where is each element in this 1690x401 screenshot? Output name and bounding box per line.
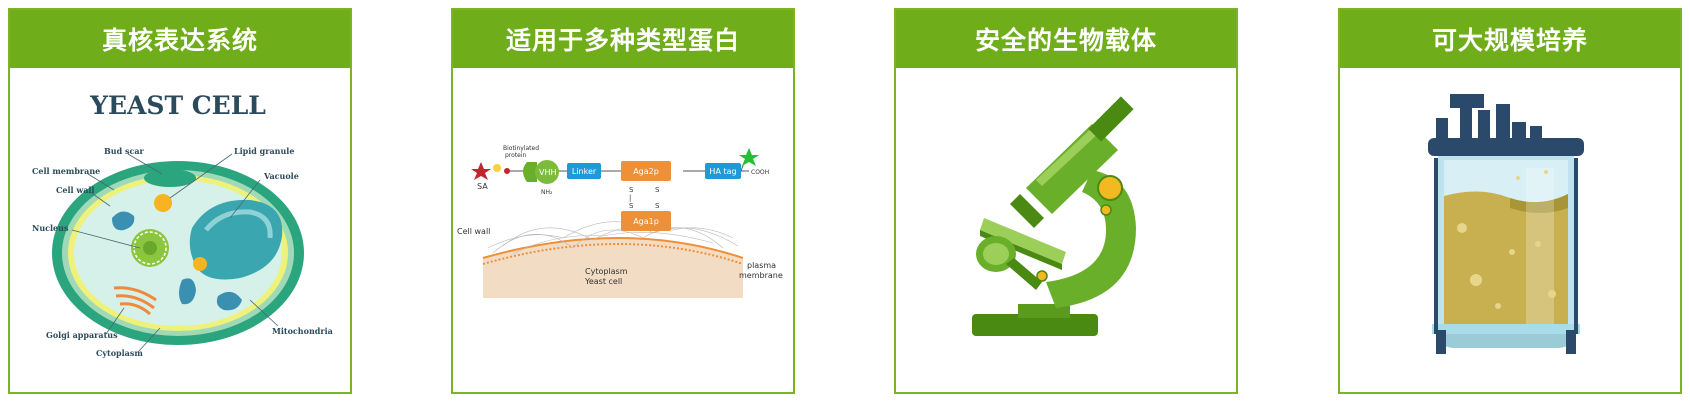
svg-text:S: S — [655, 186, 660, 194]
microscope-arm — [1046, 170, 1136, 308]
bud-scar — [144, 169, 196, 187]
culture-liquid — [1444, 191, 1568, 326]
svg-text:S: S — [655, 202, 660, 210]
label-cytoplasm: Cytoplasm — [96, 348, 143, 358]
label-vacuole: Vacuole — [263, 171, 299, 181]
yeast-cell-diagram: YEAST CELL — [32, 91, 333, 358]
label-sa: SA — [477, 182, 488, 191]
svg-text:membrane: membrane — [739, 271, 783, 280]
label-cytoplasm: Cytoplasm — [585, 267, 628, 276]
microscope-objective — [1010, 194, 1044, 228]
svg-text:S: S — [629, 186, 634, 194]
card-illustration — [896, 68, 1236, 392]
label-cell-wall: Cell wall — [457, 227, 490, 236]
card-illustration — [1340, 68, 1680, 392]
sa-star-icon — [471, 162, 491, 180]
label-cell-membrane: Cell membrane — [32, 166, 100, 176]
golgi-apparatus — [113, 286, 157, 302]
label-nucleus: Nucleus — [32, 223, 69, 233]
disulfide-bonds: S | S S S — [629, 186, 660, 210]
label-linker: Linker — [572, 167, 597, 176]
svg-text:S: S — [629, 202, 634, 210]
label-aga2p: Aga2p — [633, 167, 659, 176]
mitochondrion — [112, 211, 135, 231]
vhh-domain — [535, 160, 559, 184]
feature-card-large-scale: 可大规模培养 — [1338, 8, 1682, 394]
ha-tag-box — [705, 163, 741, 179]
card-title: 可大规模培养 — [1340, 10, 1680, 68]
card-illustration: SA Biotinylated protein VHH NH₂ Linker A… — [453, 68, 793, 392]
bioreactor-icon — [1428, 94, 1584, 354]
svg-text:protein: protein — [505, 152, 527, 159]
label-vhh: VHH — [539, 168, 557, 177]
card-title: 适用于多种类型蛋白 — [453, 10, 793, 68]
label-ha-tag: HA tag — [709, 167, 736, 176]
microscope-base — [972, 314, 1098, 336]
feature-card-eukaryotic: 真核表达系统 YEAST CELL — [8, 8, 352, 394]
microscope-icon — [972, 96, 1136, 336]
plasma-membrane-line — [482, 237, 744, 259]
microscope-eyepiece — [1088, 96, 1134, 142]
label-cooh: COOH — [751, 169, 769, 176]
card-title: 安全的生物载体 — [896, 10, 1236, 68]
linker-box — [567, 163, 601, 179]
lipid-granule — [154, 194, 172, 212]
focus-knob-icon — [1097, 175, 1123, 201]
microscope-stage — [980, 218, 1066, 264]
label-cell-wall: Cell wall — [56, 185, 94, 195]
microscope-tube — [1026, 124, 1118, 214]
feature-card-protein-types: 适用于多种类型蛋白 — [451, 8, 795, 394]
label-nh2: NH₂ — [541, 189, 553, 196]
svg-text:|: | — [629, 194, 631, 202]
fluorescent-star-icon — [739, 148, 759, 166]
label-mitochondria: Mitochondria — [272, 326, 333, 336]
yeast-surface-display-diagram: SA Biotinylated protein VHH NH₂ Linker A… — [457, 145, 783, 298]
cytoplasm-region — [483, 238, 743, 298]
aga1p-box — [621, 211, 671, 231]
label-bud-scar: Bud scar — [104, 146, 145, 156]
label-aga1p: Aga1p — [633, 217, 659, 226]
label-lipid-granule: Lipid granule — [234, 146, 294, 156]
label-biotinylated: Biotinylated — [503, 145, 539, 152]
label-golgi-apparatus: Golgi apparatus — [46, 330, 118, 340]
bioreactor-lid — [1428, 138, 1584, 156]
card-title: 真核表达系统 — [10, 10, 350, 68]
label-yeast-cell: Yeast cell — [584, 277, 622, 286]
yeast-cell-heading: YEAST CELL — [89, 91, 266, 120]
bioreactor-leg — [1436, 330, 1446, 354]
label-plasma-membrane: plasma — [747, 261, 776, 270]
feature-card-safe-vector: 安全的生物载体 — [894, 8, 1238, 394]
aga2p-box — [621, 161, 671, 181]
card-illustration: YEAST CELL — [10, 68, 350, 392]
bubbles — [1457, 170, 1556, 309]
